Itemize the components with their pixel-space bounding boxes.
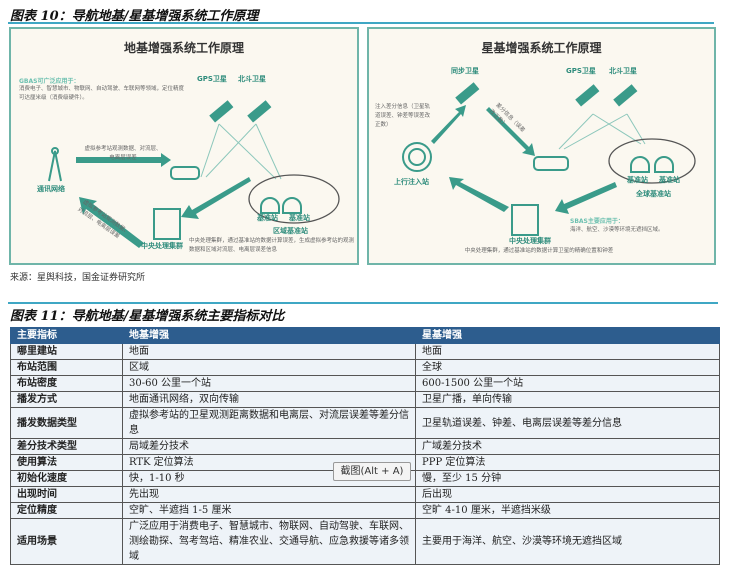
gps-satellite-label: GPS卫星 bbox=[197, 75, 227, 83]
table-cell: 后出现 bbox=[415, 486, 720, 503]
table-row: 差分技术类型局域差分技术广域差分技术 bbox=[10, 438, 720, 455]
row-label: 布站范围 bbox=[10, 359, 123, 376]
table-cell: 主要用于海洋、航空、沙漠等环境无遮挡区域 bbox=[415, 518, 720, 565]
row-label: 播发数据类型 bbox=[10, 407, 123, 439]
sbas-diagram: 星基增强系统工作原理 同步卫星 GPS卫星 北斗卫星 注入差分信息（卫星轨道误差… bbox=[367, 27, 716, 265]
row-label: 哪里建站 bbox=[10, 343, 123, 360]
sbas-title: 星基增强系统工作原理 bbox=[481, 41, 602, 55]
table-row: 布站范围区域全球 bbox=[10, 359, 720, 376]
table-cell: 空旷 4-10 厘米，半遮挡米级 bbox=[415, 502, 720, 519]
figure10-source: 来源：星舆科技，国金证券研究所 bbox=[10, 273, 146, 283]
base-station-label: 基准站 bbox=[627, 176, 648, 184]
sbas-note-heading: SBAS主要应用于： bbox=[570, 218, 624, 225]
central-cluster-desc: 中央处理集群，通过基准站的数据计算误差，生成虚拟参考站的观测数据和区域对流层、电… bbox=[189, 238, 355, 253]
table-cell: 地面通讯网络，双向传输 bbox=[122, 391, 416, 408]
row-label: 初始化速度 bbox=[10, 470, 123, 487]
table-cell: 广泛应用于消费电子、智慧城市、物联网、自动驾驶、车联网、测绘勘探、驾考驾培、精准… bbox=[122, 518, 416, 565]
gbas-title: 地基增强系统工作原理 bbox=[123, 41, 244, 55]
beidou-satellite-label: 北斗卫星 bbox=[238, 75, 266, 83]
divider bbox=[8, 22, 714, 24]
table-cell: 广域差分技术 bbox=[415, 438, 720, 455]
figure10-title: 图表 10：导航地基/星基增强系统工作原理 bbox=[10, 9, 259, 24]
table-cell: 虚拟参考站的卫星观测距离数据和电离层、对流层误差等差分信息 bbox=[122, 407, 416, 439]
row-label: 布站密度 bbox=[10, 375, 123, 392]
screenshot-tooltip: 截图(Alt + A) bbox=[333, 462, 411, 481]
inject-desc: 注入差分信息（卫星轨道误差、钟差等误差改正数） bbox=[375, 104, 431, 128]
arrow-top-label: 虚拟参考站观测数据、对流层、电离层误差 bbox=[84, 146, 162, 161]
table-cell: 局域差分技术 bbox=[122, 438, 416, 455]
table-cell: 600-1500 公里一个站 bbox=[415, 375, 720, 392]
central-cluster-desc: 中央处理集群，通过基准站的数据计算卫星的精确位置和钟差 bbox=[464, 248, 614, 254]
central-cluster-label: 中央处理集群 bbox=[509, 237, 551, 245]
table-cell: 区域 bbox=[122, 359, 416, 376]
gbas-diagram: 地基增强系统工作原理 GBAS可广泛应用于： 消费电子、智慧城市、物联网、自动驾… bbox=[9, 27, 359, 265]
table-cell: 卫星轨道误差、钟差、电离层误差等差分信息 bbox=[415, 407, 720, 439]
table-row: 定位精度空旷、半遮挡 1-5 厘米空旷 4-10 厘米，半遮挡米级 bbox=[10, 502, 720, 519]
row-label: 定位精度 bbox=[10, 502, 123, 519]
column-header: 星基增强 bbox=[415, 327, 720, 344]
base-station-label: 基准站 bbox=[289, 214, 310, 222]
table-row: 哪里建站地面地面 bbox=[10, 343, 720, 360]
table-row: 适用场景广泛应用于消费电子、智慧城市、物联网、自动驾驶、车联网、测绘勘探、驾考驾… bbox=[10, 518, 720, 565]
global-station-label: 全球基准站 bbox=[636, 190, 671, 198]
table-cell: PPP 定位算法 bbox=[415, 454, 720, 471]
table-header-row: 主要指标 地基增强 星基增强 bbox=[10, 327, 720, 344]
table-row: 播发数据类型虚拟参考站的卫星观测距离数据和电离层、对流层误差等差分信息卫星轨道误… bbox=[10, 407, 720, 439]
table-cell: 慢，至少 15 分钟 bbox=[415, 470, 720, 487]
table-row: 播发方式地面通讯网络，双向传输卫星广播，单向传输 bbox=[10, 391, 720, 408]
sync-satellite-label: 同步卫星 bbox=[451, 67, 479, 75]
row-label: 适用场景 bbox=[10, 518, 123, 565]
sbas-diagram-graphics bbox=[402, 82, 696, 236]
figure11-title: 图表 11：导航地基/星基增强系统主要指标对比 bbox=[10, 309, 285, 324]
table-cell: 先出现 bbox=[122, 486, 416, 503]
central-cluster-label: 中央处理集群 bbox=[141, 242, 183, 250]
table-cell: 地面 bbox=[122, 343, 416, 360]
row-label: 出现时间 bbox=[10, 486, 123, 503]
gps-satellite-label: GPS卫星 bbox=[566, 67, 596, 75]
table-cell: 空旷、半遮挡 1-5 厘米 bbox=[122, 502, 416, 519]
gbas-note-heading: GBAS可广泛应用于： bbox=[19, 78, 80, 85]
table-cell: 全球 bbox=[415, 359, 720, 376]
table-cell: 卫星广播，单向传输 bbox=[415, 391, 720, 408]
table-row: 出现时间先出现后出现 bbox=[10, 486, 720, 503]
uplink-station-label: 上行注入站 bbox=[394, 178, 429, 186]
divider bbox=[8, 302, 718, 304]
gbas-diagram-graphics bbox=[48, 100, 340, 248]
beidou-satellite-label: 北斗卫星 bbox=[609, 67, 637, 75]
gbas-note-body: 消费电子、智慧城市、物联网、自动驾驶、车联网等领域，定位精度可达厘米级（消费级硬… bbox=[19, 86, 185, 101]
row-label: 使用算法 bbox=[10, 454, 123, 471]
column-header: 主要指标 bbox=[10, 327, 123, 344]
base-station-label: 基准站 bbox=[659, 176, 680, 184]
row-label: 播发方式 bbox=[10, 391, 123, 408]
table-cell: 30-60 公里一个站 bbox=[122, 375, 416, 392]
regional-station-label: 区域基准站 bbox=[273, 227, 308, 235]
row-label: 差分技术类型 bbox=[10, 438, 123, 455]
telecom-network-label: 通讯网络 bbox=[37, 185, 65, 193]
column-header: 地基增强 bbox=[122, 327, 416, 344]
base-station-label: 基准站 bbox=[257, 214, 278, 222]
table-cell: 地面 bbox=[415, 343, 720, 360]
sbas-note-body: 海洋、航空、沙漠等环境无遮挡区域。 bbox=[570, 227, 664, 233]
